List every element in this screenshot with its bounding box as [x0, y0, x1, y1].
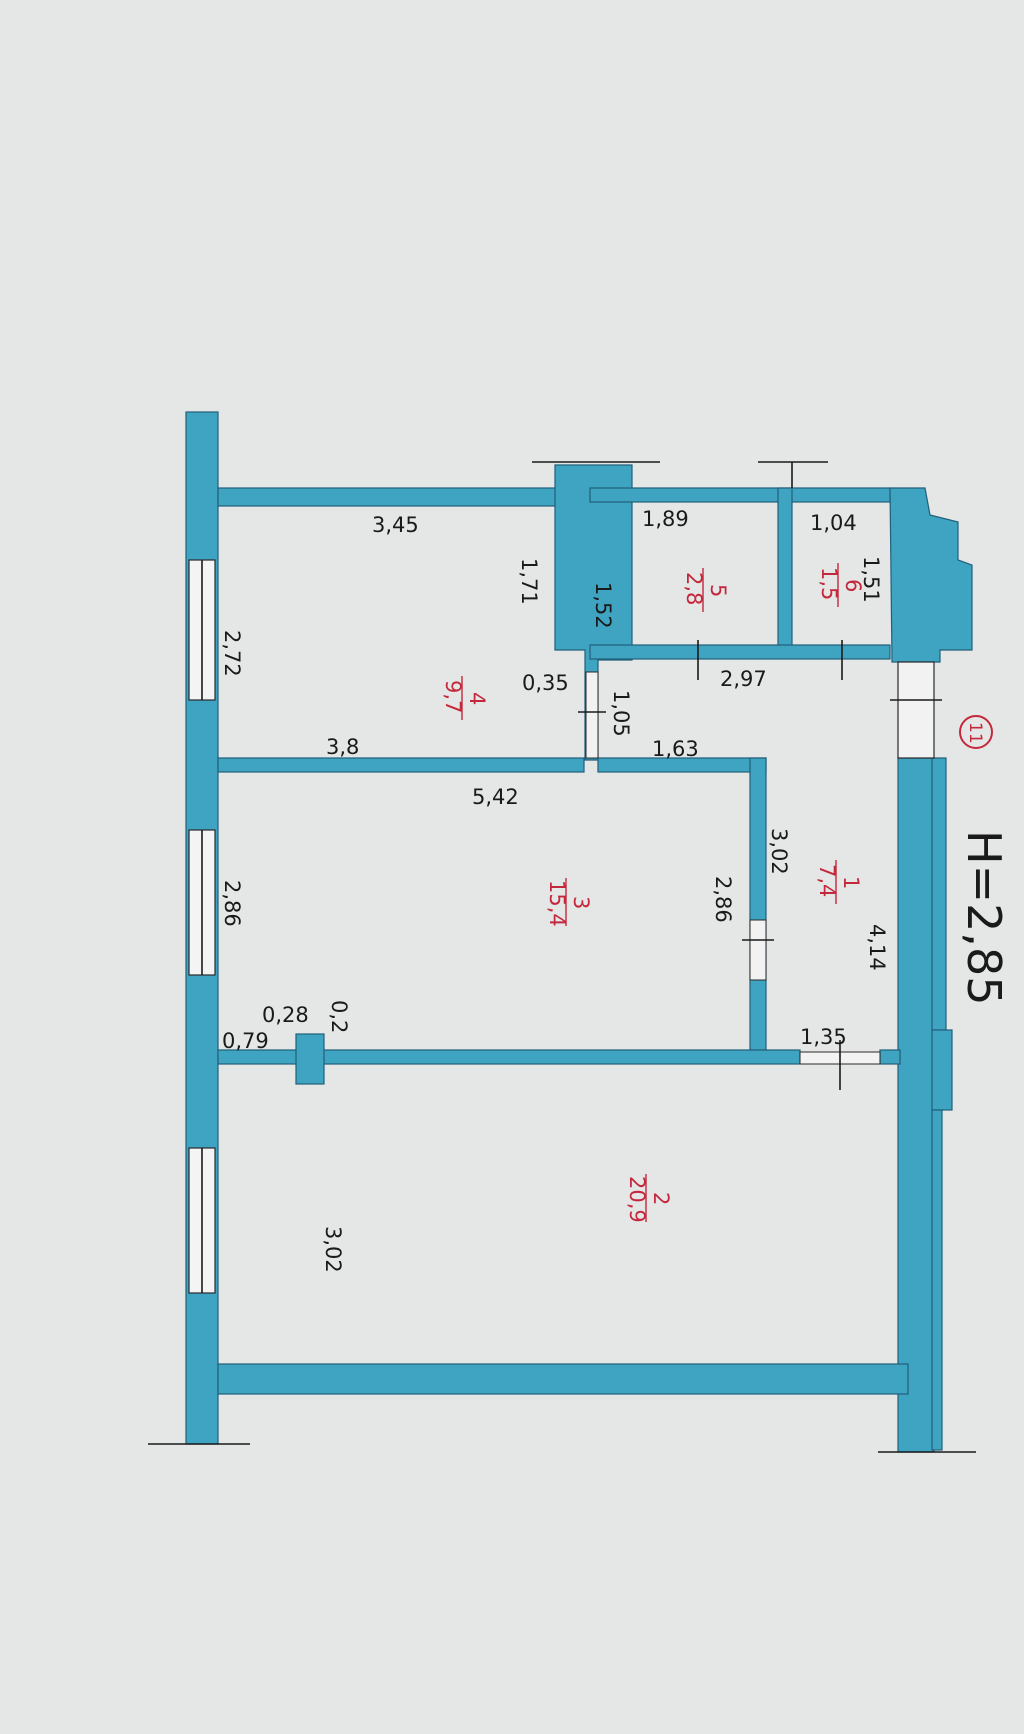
dim-col-c: 0,79 [222, 1029, 269, 1053]
svg-text:7,4: 7,4 [815, 864, 839, 897]
windows [188, 559, 216, 1294]
door-room3 [749, 919, 767, 981]
svg-text:2,8: 2,8 [682, 572, 706, 605]
dim-hall-mid: 1,63 [652, 737, 699, 761]
svg-text:9,7: 9,7 [441, 680, 465, 713]
wall-room4-room3 [217, 757, 585, 773]
dim-col-b: 0,2 [327, 1000, 351, 1033]
room-labels: 4 9,7 5 2,8 6 1,5 1 7,4 3 15,4 [441, 563, 865, 1223]
wall-bottom-bathrooms [589, 644, 891, 660]
room-label-3: 3 15,4 [545, 878, 593, 927]
dim-r6-top: 1,04 [810, 511, 857, 535]
svg-text:11: 11 [965, 722, 985, 744]
dim-r4-right: 1,71 [517, 558, 541, 605]
wall-right-bump-bottom [931, 1109, 943, 1451]
wall-top-room4 [217, 487, 559, 507]
unit-marker: 11 [959, 715, 993, 749]
dim-hall-top: 2,97 [720, 667, 767, 691]
wall-room2-right-stub [879, 1049, 901, 1065]
svg-text:1,5: 1,5 [817, 567, 841, 600]
room-label-2: 2 20,9 [625, 1174, 673, 1223]
svg-text:3: 3 [569, 896, 593, 909]
wall-top-bathrooms [589, 487, 891, 503]
dim-hall-wall: 3,02 [767, 828, 791, 875]
svg-text:20,9: 20,9 [625, 1176, 649, 1223]
openings [148, 461, 976, 1453]
room-label-5: 5 2,8 [682, 568, 730, 612]
wall-right-bump-upper [931, 757, 947, 1031]
dim-col-a: 0,28 [262, 1003, 309, 1027]
dim-r6-right: 1,51 [859, 556, 883, 603]
svg-text:2: 2 [649, 1192, 673, 1205]
dim-r5-left: 1,52 [591, 582, 615, 629]
wall-right-bump-lower [931, 1029, 953, 1111]
wall-right-exterior [897, 757, 935, 1453]
svg-text:15,4: 15,4 [545, 880, 569, 927]
dim-r4-bottom: 3,8 [326, 735, 359, 759]
door-room4 [585, 671, 599, 759]
dim-hall-passage: 0,35 [522, 671, 569, 695]
svg-text:6: 6 [841, 579, 865, 592]
dim-hall-door: 1,05 [609, 690, 633, 737]
svg-text:4: 4 [465, 692, 489, 705]
dim-r2-left: 3,02 [321, 1226, 345, 1273]
dim-r3-right: 2,86 [711, 876, 735, 923]
wall-bath-divider [777, 487, 793, 649]
dim-hall-bottom: 1,35 [800, 1025, 847, 1049]
room-label-1: 1 7,4 [815, 860, 863, 904]
room-label-6: 6 1,5 [817, 563, 865, 607]
wall-bottom-exterior [217, 1363, 909, 1395]
dim-r3-left: 2,86 [220, 880, 244, 927]
ceiling-height: H=2,85 [957, 830, 1011, 1006]
dim-r5-top: 1,89 [642, 507, 689, 531]
dim-r4-left: 2,72 [220, 630, 244, 677]
dim-r3-top: 5,42 [472, 785, 519, 809]
entrance-opening [897, 661, 935, 759]
svg-text:5: 5 [706, 584, 730, 597]
wall-room3-hall [749, 757, 767, 1051]
svg-text:1: 1 [839, 876, 863, 889]
dimension-labels: 3,45 1,71 2,72 3,8 1,89 1,52 1,04 1,51 2… [220, 507, 889, 1273]
dim-hall-right: 4,14 [865, 924, 889, 971]
dim-r4-top: 3,45 [372, 513, 419, 537]
room-label-4: 4 9,7 [441, 676, 489, 720]
column [295, 1033, 325, 1085]
